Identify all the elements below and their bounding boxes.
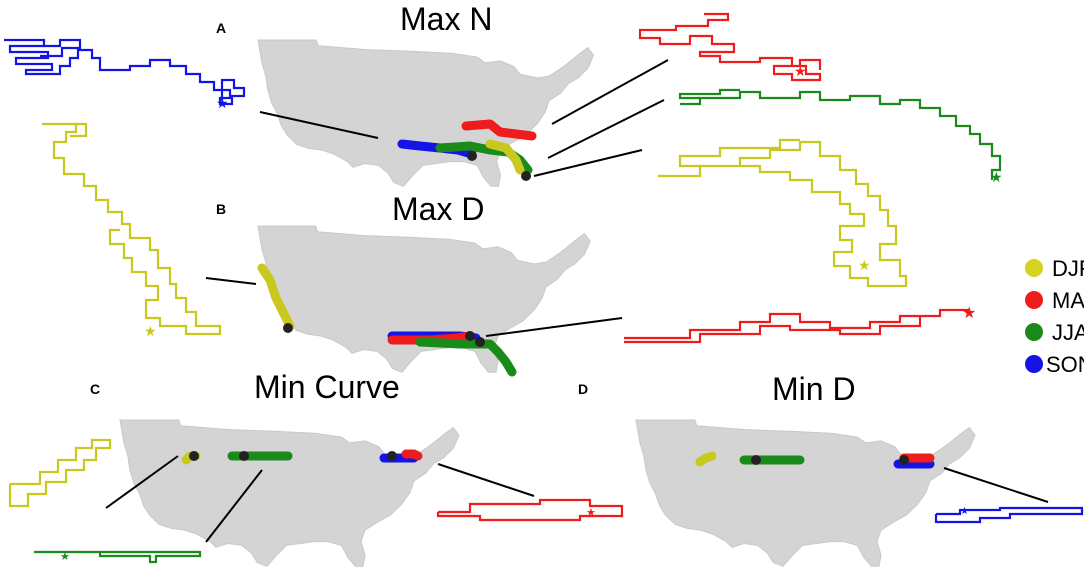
panel-a-letter: A <box>216 20 226 36</box>
leader-c-djf <box>105 455 179 509</box>
trace-a-mam <box>638 12 822 82</box>
trace-c-jja <box>34 550 202 564</box>
track-c-mam <box>401 449 423 461</box>
trace-a-mam-star: ★ <box>794 63 807 79</box>
legend-dot-jja <box>1025 323 1043 341</box>
track-b-end-mam <box>465 331 475 341</box>
trace-a-son <box>4 38 246 106</box>
panel-c-title: Min Curve <box>254 369 400 405</box>
track-c-end-son <box>387 451 397 461</box>
legend-label-mam: MAM <box>1052 288 1084 313</box>
legend-label-djf: DJF <box>1052 256 1084 281</box>
trace-b-djf-b <box>70 122 88 138</box>
us-map-c <box>119 419 460 567</box>
trace-b-mam-star: ★ <box>962 305 976 322</box>
leader-c-mam <box>437 463 535 497</box>
trace-c-djf <box>8 438 112 508</box>
trace-d-son <box>934 506 1084 524</box>
leader-a-son <box>259 111 379 139</box>
leader-a-jja <box>547 99 665 159</box>
trace-a-jja-b <box>678 88 740 100</box>
track-a-end-son <box>467 151 477 161</box>
track-d-end-son <box>899 455 909 465</box>
leader-c-jja <box>205 469 263 543</box>
trace-a-djf-b <box>678 138 800 168</box>
track-c-end-djf <box>189 451 199 461</box>
leader-a-djf <box>533 149 643 177</box>
trace-a-jja <box>680 90 1002 180</box>
leader-b-mam <box>485 317 623 337</box>
panel-d-letter: D <box>578 381 588 397</box>
legend-dot-djf <box>1025 259 1043 277</box>
legend-label-son: SON <box>1046 352 1084 377</box>
track-b-djf <box>257 263 295 331</box>
trace-c-jja-star: ★ <box>60 551 70 563</box>
leader-b-djf <box>205 277 257 285</box>
panel-a-title: Max N <box>400 1 492 37</box>
us-map-b <box>257 225 591 373</box>
panel-c: C Min Curve ★ ★ <box>8 369 624 567</box>
trace-c-mam <box>436 498 624 522</box>
legend-dot-son <box>1025 355 1043 373</box>
panel-c-letter: C <box>90 381 100 397</box>
trace-b-djf <box>42 122 222 336</box>
track-a-mam <box>461 119 537 141</box>
trace-b-mam <box>624 308 970 340</box>
trace-a-jja-star: ★ <box>990 169 1003 185</box>
legend-label-jja: JJA <box>1052 320 1084 345</box>
panel-d: D Min D ★ <box>578 371 1084 567</box>
leader-a-mam <box>551 59 669 125</box>
panel-b-title: Max D <box>392 191 484 227</box>
trace-c-mam-star: ★ <box>586 507 596 519</box>
legend-dot-mam <box>1025 291 1043 309</box>
track-b-end-son <box>475 337 485 347</box>
us-map-a <box>257 39 595 187</box>
panel-b: B Max D ★ ★ <box>42 122 976 377</box>
trace-b-mam-b <box>624 316 922 344</box>
trace-b-djf-star: ★ <box>144 323 157 339</box>
trace-a-son-b <box>40 38 82 58</box>
track-d-djf <box>695 451 717 467</box>
track-b-end-djf <box>283 323 293 333</box>
leader-d-son <box>943 467 1049 503</box>
panel-d-title: Min D <box>772 371 856 407</box>
trace-a-djf <box>658 140 908 288</box>
track-c-end-jja <box>239 451 249 461</box>
trace-d-son-star: ★ <box>960 506 969 517</box>
us-map-d <box>635 419 976 567</box>
trace-a-son-star: ★ <box>216 95 229 111</box>
panel-b-letter: B <box>216 201 226 217</box>
trace-a-djf-star: ★ <box>858 257 871 273</box>
legend: DJF MAM JJA SON <box>1025 256 1084 377</box>
track-a-djf <box>485 139 525 175</box>
track-a-end-djf <box>521 171 531 181</box>
track-d-end-jja <box>751 455 761 465</box>
panel-a: A Max N ★ ★ ★ ★ <box>4 1 1003 288</box>
track-b-jja <box>415 337 517 377</box>
